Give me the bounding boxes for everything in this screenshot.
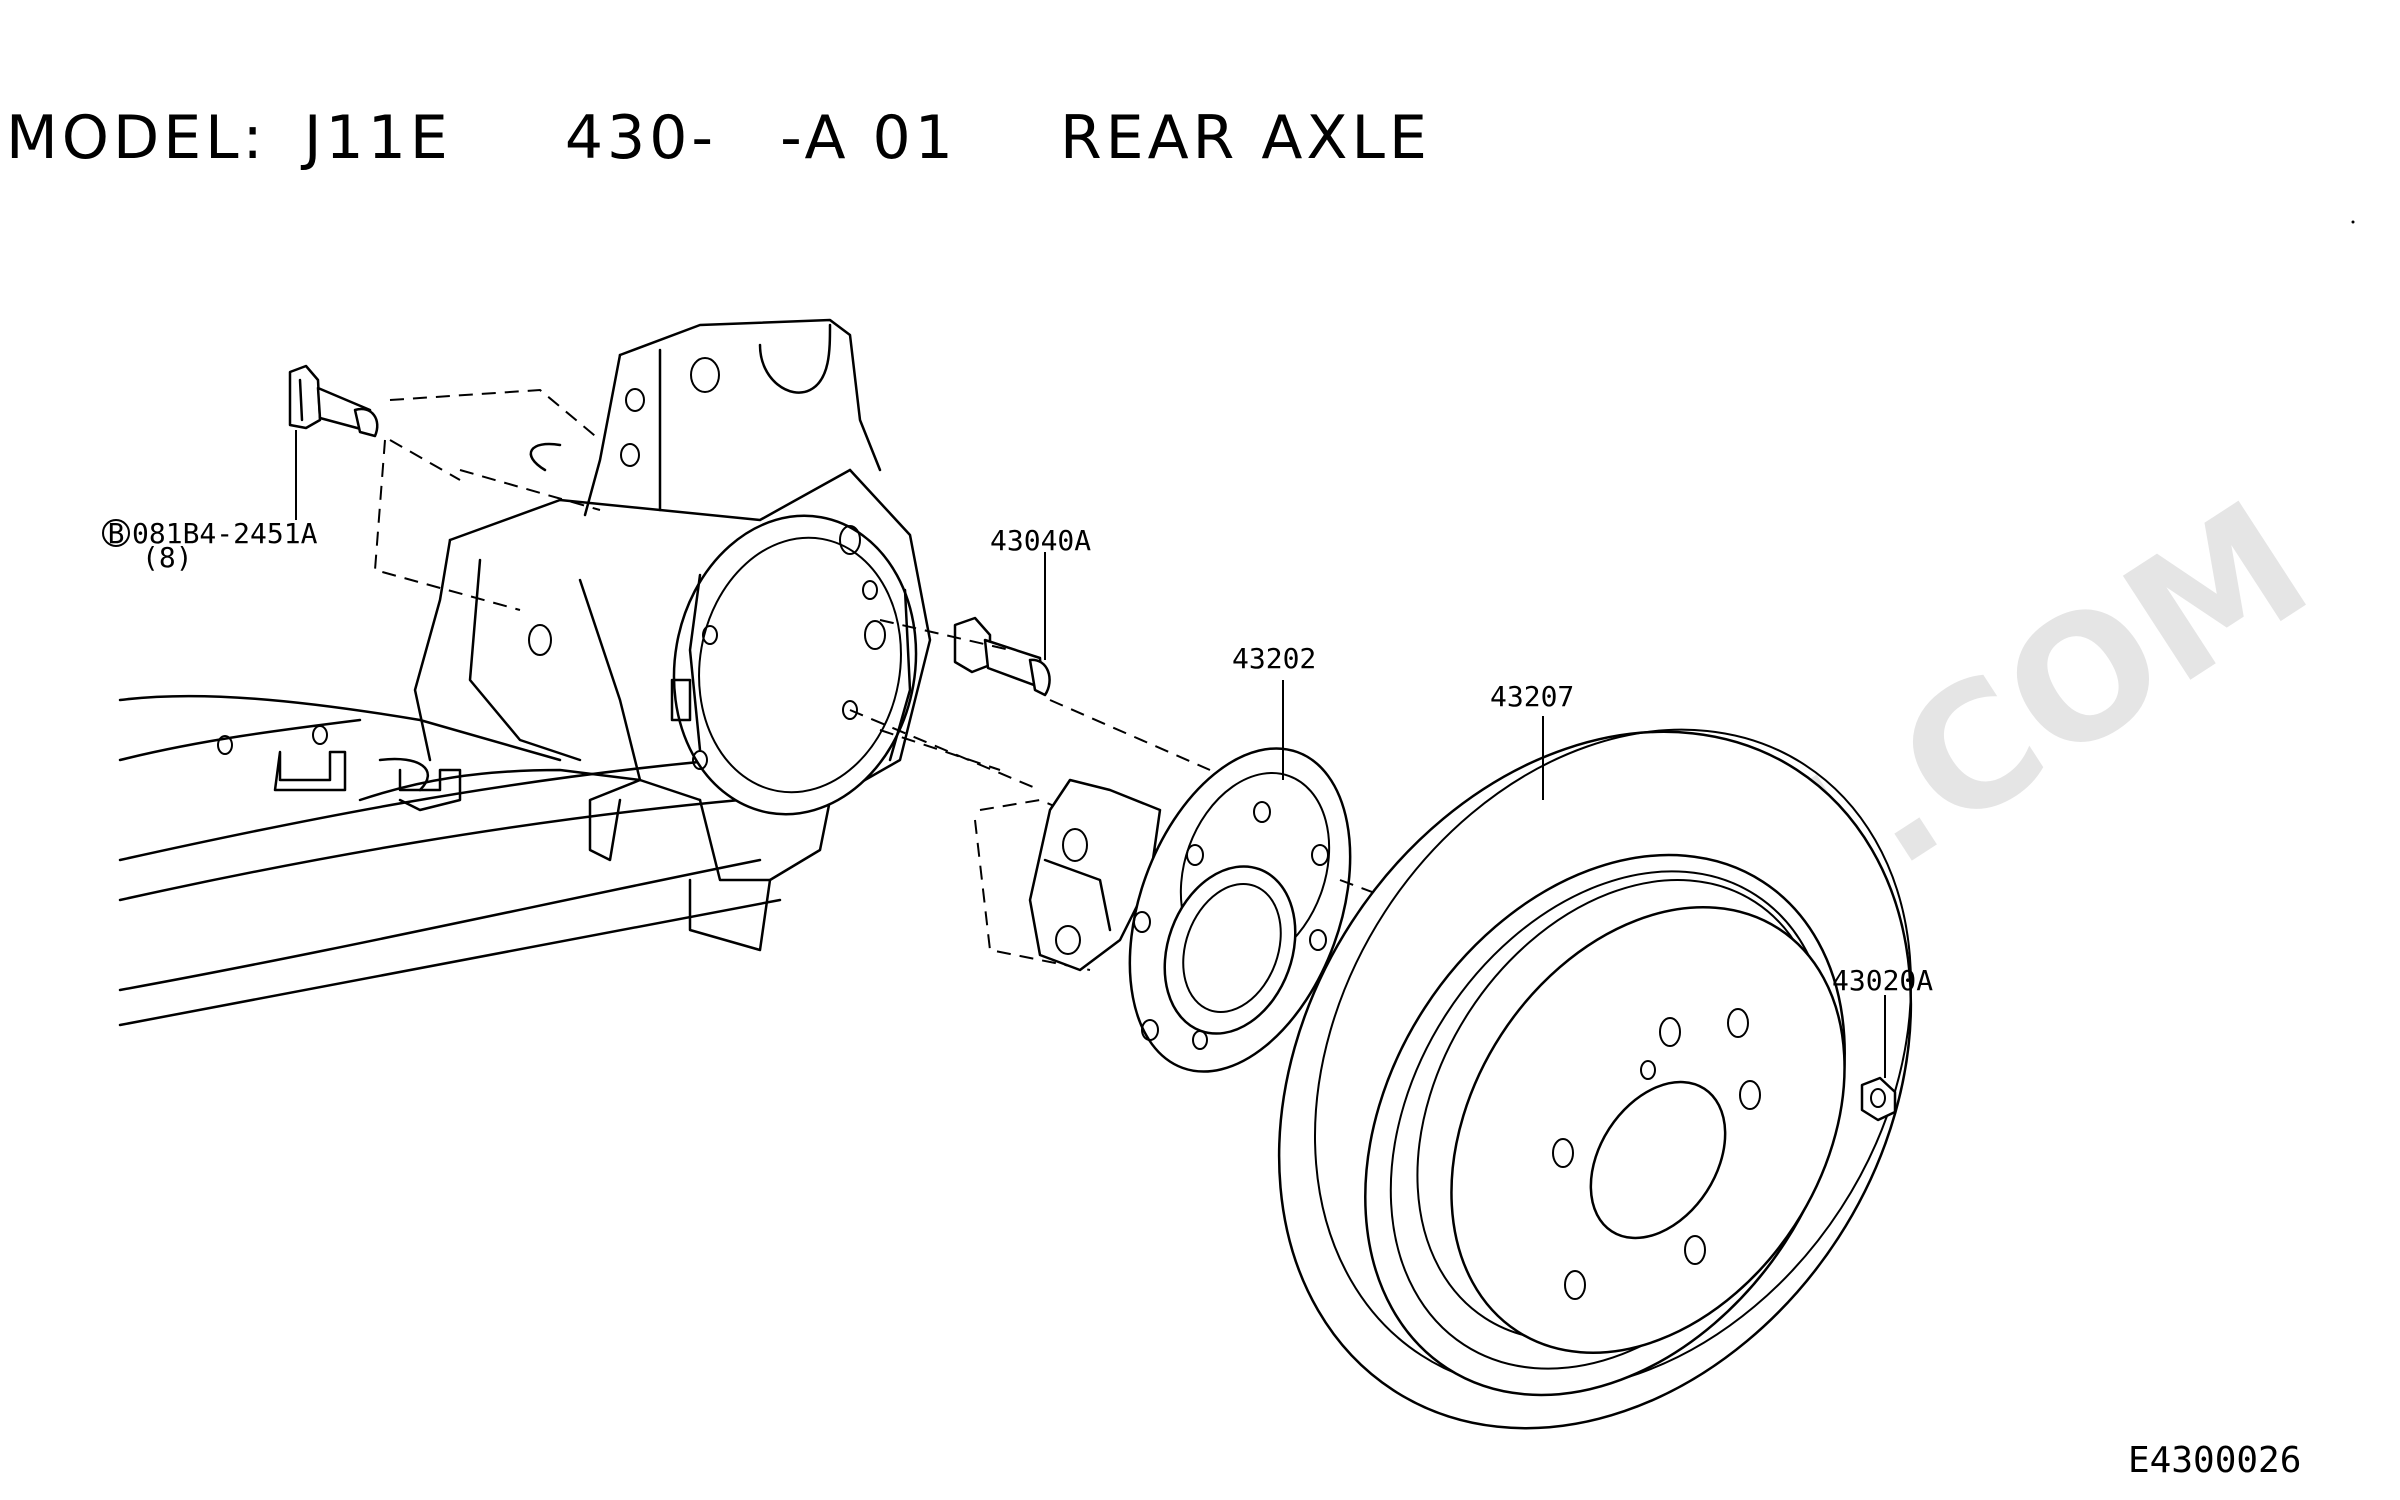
bolt-guide-lines xyxy=(373,388,601,611)
stud-part-number: 43040A xyxy=(990,524,1091,557)
figure-code: E4300026 xyxy=(2128,1440,2301,1481)
wheel-stud xyxy=(953,552,1051,697)
rotor-part-number: 43207 xyxy=(1490,680,1574,713)
hub-assembly xyxy=(1028,680,1352,1073)
hub-nut xyxy=(1860,995,1897,1122)
stray-dot xyxy=(2351,220,2355,224)
section-name: REAR AXLE xyxy=(1060,103,1431,173)
bolt xyxy=(288,364,379,520)
bolt-ref-symbol: B xyxy=(108,517,125,550)
section-code: 430- xyxy=(565,103,717,173)
bolt-ref-circle xyxy=(102,519,130,547)
diagram-title: MODEL: J11E 430- -A 01 REAR AXLE xyxy=(6,103,1431,173)
hub-part-number: 43202 xyxy=(1232,642,1316,675)
knuckle xyxy=(358,318,932,952)
model-code: J11E xyxy=(300,103,452,173)
suspension-arm xyxy=(118,694,782,1027)
variant-code: -A 01 xyxy=(780,103,957,173)
nut-part-number: 43020A xyxy=(1832,964,1933,997)
bolt-quantity: (8) xyxy=(142,541,193,574)
bolt-part-number: 081B4-2451A xyxy=(132,517,318,550)
brake-rotor xyxy=(1277,716,1913,1430)
model-label: MODEL: xyxy=(6,103,267,173)
